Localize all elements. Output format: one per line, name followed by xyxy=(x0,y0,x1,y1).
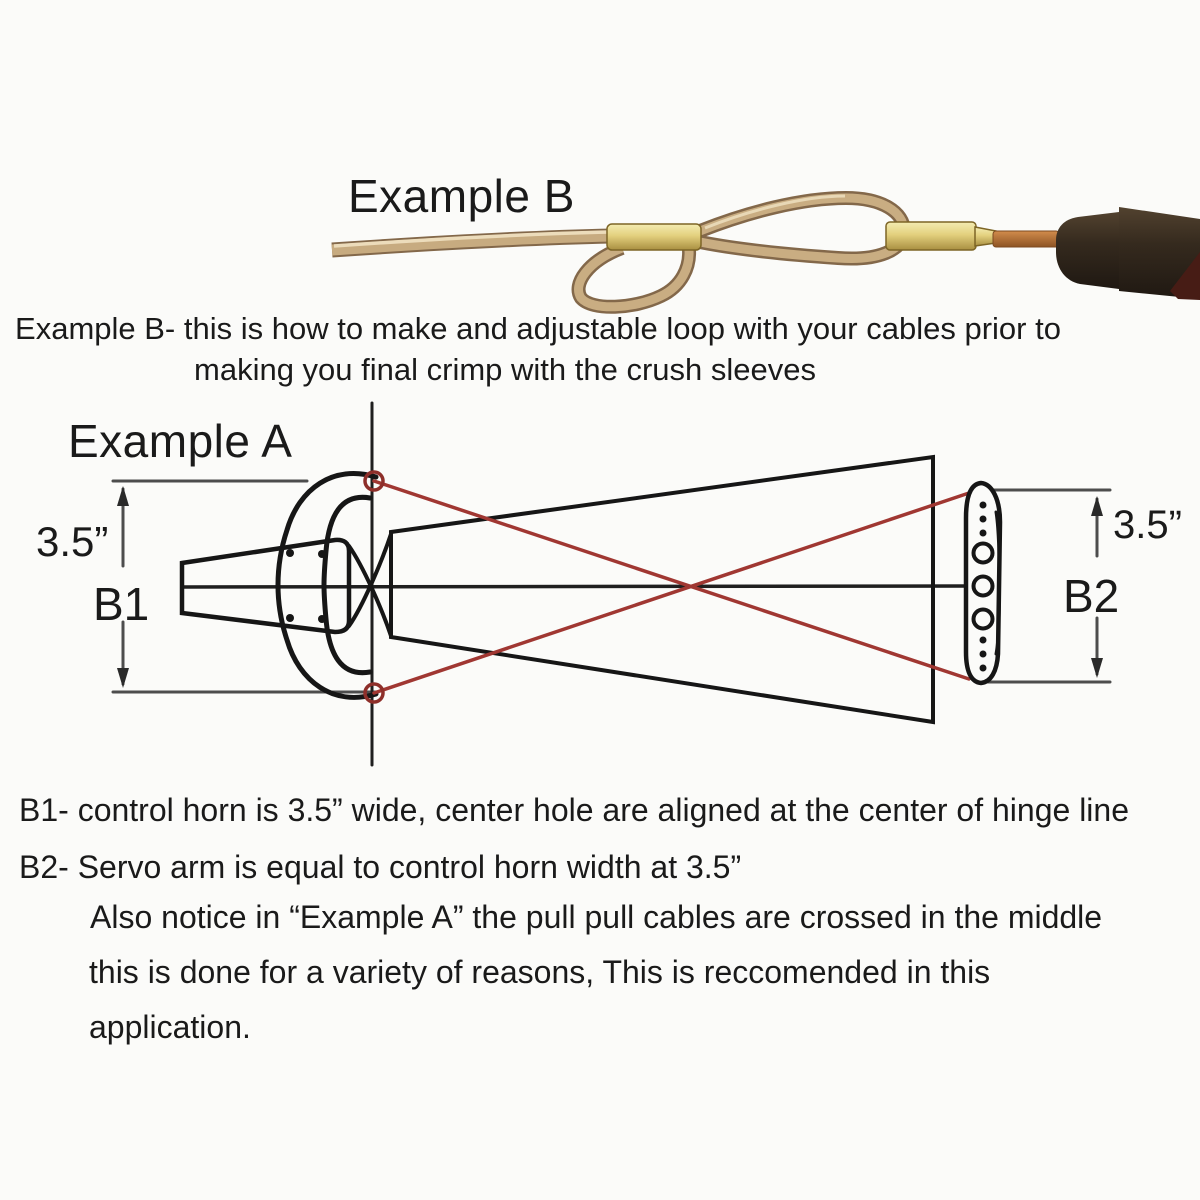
servo-dot xyxy=(979,529,987,537)
servo-dot xyxy=(979,650,987,658)
servo-hole xyxy=(971,574,995,598)
servo-arm-small-holes xyxy=(979,501,987,672)
cable-attach-ring-top xyxy=(363,470,385,492)
adjustable-loop-outline xyxy=(571,241,697,314)
servo-arm xyxy=(963,480,1003,686)
note-also-1: Also notice in “Example A” the pull pull… xyxy=(90,899,1103,935)
steel-cable xyxy=(331,230,613,256)
cable-attach-ring-bottom xyxy=(363,682,385,704)
fin-trapezoid xyxy=(389,454,935,725)
example-b-caption-line2: making you final crimp with the crush sl… xyxy=(194,352,816,387)
servo-arm-edge xyxy=(994,510,1001,656)
example-a-title: Example A xyxy=(68,415,293,467)
control-horn-outer xyxy=(275,471,379,700)
left-dim-arrow-up xyxy=(117,486,129,506)
control-horn-holes xyxy=(286,549,326,623)
pull-pull-cables xyxy=(372,479,971,695)
note-b1: B1- control horn is 3.5” wide, center ho… xyxy=(19,792,1129,828)
servo-dot xyxy=(979,636,987,644)
copper-rod xyxy=(992,230,1060,248)
left-dimension-label: 3.5” xyxy=(36,518,109,565)
servo-hole xyxy=(971,607,995,631)
cable-top-to-bottom xyxy=(372,479,971,681)
right-dim-arrow-up xyxy=(1091,496,1103,516)
adjustable-loop xyxy=(574,243,694,312)
horn-hole xyxy=(318,550,326,558)
center-line xyxy=(180,584,974,589)
control-surface-shaft xyxy=(179,537,352,635)
servo-hole xyxy=(971,541,995,565)
right-dimension-label: 3.5” xyxy=(1113,503,1182,547)
steel-cable-highlight xyxy=(333,230,611,248)
example-b-caption-line1: Example B- this is how to make and adjus… xyxy=(15,311,1061,346)
right-dimension xyxy=(986,488,1112,684)
end-loop-highlight xyxy=(704,194,846,230)
right-dim-arrow-down xyxy=(1091,658,1103,678)
note-b2: B2- Servo arm is equal to control horn w… xyxy=(19,849,742,885)
hinge-gap-curve-2 xyxy=(347,532,393,628)
servo-arm-holes xyxy=(971,541,995,631)
note-also-2: this is done for a variety of reasons, T… xyxy=(89,954,991,990)
hex-crush-sleeve xyxy=(885,221,977,251)
servo-dot xyxy=(979,501,987,509)
tool-handle-maroon-edge xyxy=(1170,252,1200,300)
horn-hole xyxy=(286,614,294,622)
tool-handle xyxy=(1119,207,1200,299)
left-dim-arrow-down xyxy=(117,668,129,688)
cable-photo xyxy=(331,190,1200,314)
b1-label: B1 xyxy=(93,578,150,630)
hinge-gap-curve-1 xyxy=(347,544,393,638)
b2-label: B2 xyxy=(1063,570,1120,622)
example-b-title: Example B xyxy=(348,170,575,222)
pull-pull-drawing xyxy=(111,401,1112,767)
crush-sleeve xyxy=(606,223,702,251)
servo-dot xyxy=(979,664,987,672)
tool-ferrule xyxy=(1056,212,1119,289)
servo-dot xyxy=(979,515,987,523)
cable-bottom-to-top xyxy=(372,491,971,695)
note-also-3: application. xyxy=(89,1009,251,1045)
horn-hole xyxy=(318,615,326,623)
horn-hole xyxy=(286,549,294,557)
control-horn-inner xyxy=(321,494,373,676)
